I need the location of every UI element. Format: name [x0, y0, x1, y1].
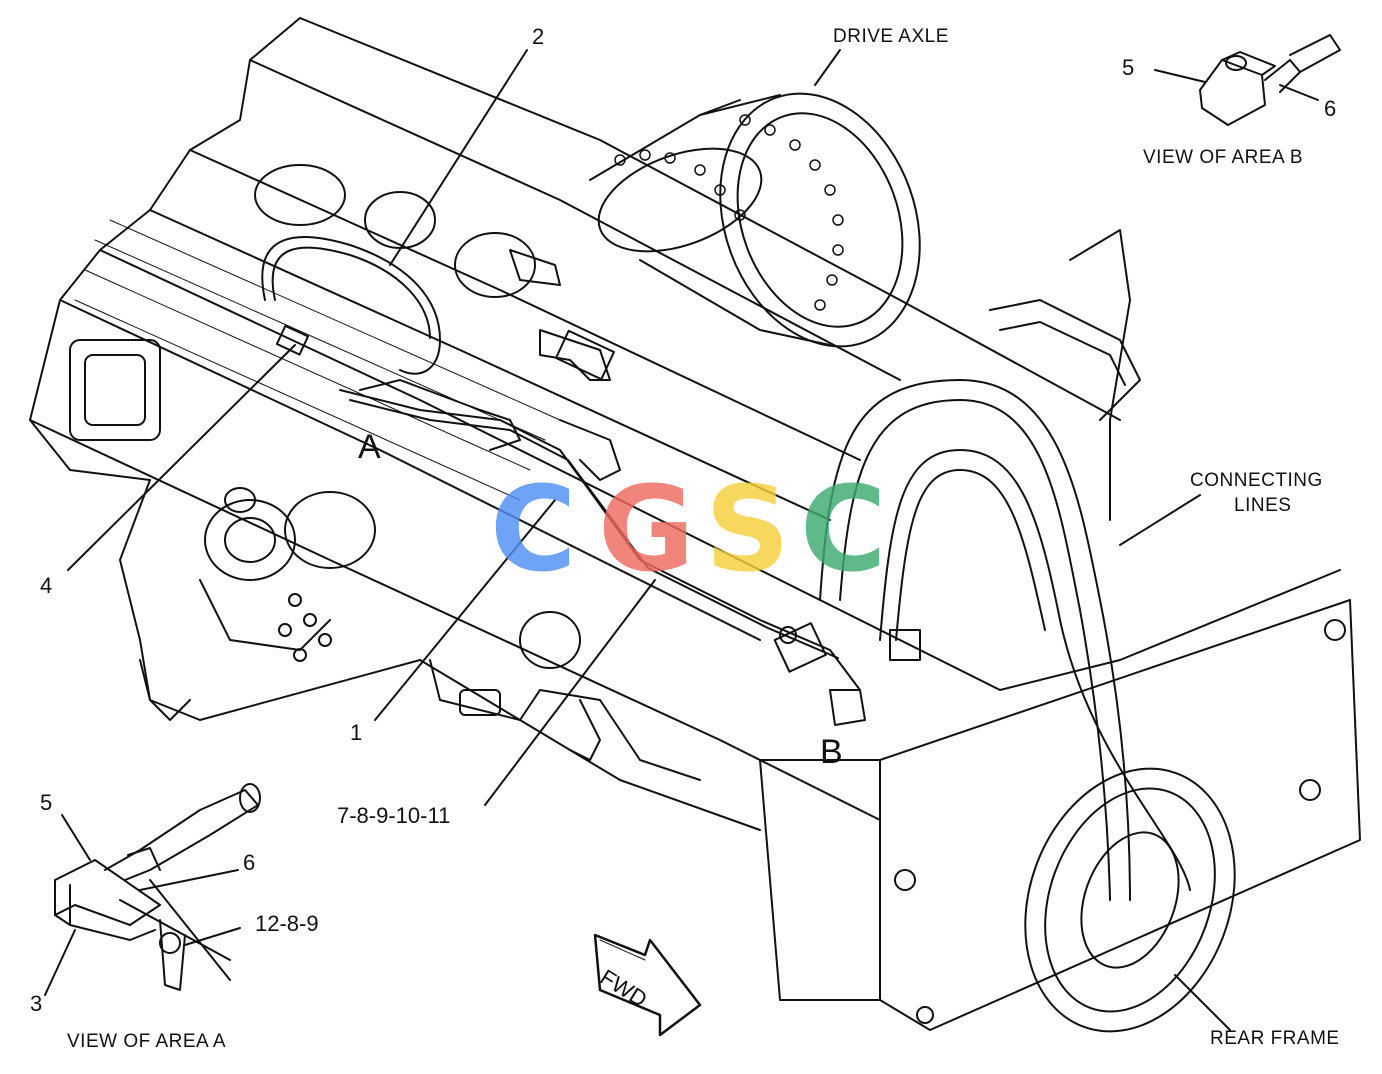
leader-6-b	[1279, 84, 1319, 101]
callout-5-inset-a: 5	[40, 790, 53, 815]
watermark-letter-3: S	[705, 460, 790, 598]
frame-body	[29, 17, 1121, 831]
callout-5-inset-b: 5	[1122, 55, 1135, 80]
callout-4: 4	[40, 573, 53, 598]
leader-5-b	[1154, 69, 1206, 83]
view-area-b-caption: VIEW OF AREA B	[1143, 147, 1304, 168]
watermark-letter-2: G	[598, 460, 695, 598]
leader-lines	[67, 49, 1231, 1031]
leader-1	[374, 499, 556, 721]
leader-6-a	[139, 869, 239, 891]
leader-7-11	[484, 579, 656, 806]
connecting-lines-hoses	[819, 229, 1191, 901]
leader-drive-axle	[814, 49, 841, 86]
leader-connecting-lines	[1119, 494, 1201, 546]
leader-rear-frame	[1174, 974, 1231, 1031]
fwd-arrow	[593, 933, 702, 1037]
area-b-hardware	[773, 622, 921, 726]
connecting-tube-a	[261, 236, 861, 691]
drive-axle-label: DRIVE AXLE	[833, 26, 949, 47]
callout-3: 3	[30, 991, 43, 1016]
rear-frame	[759, 569, 1361, 1033]
inset-area-a	[44, 783, 261, 996]
view-area-a-caption: VIEW OF AREA A	[67, 1031, 227, 1052]
leader-3	[44, 929, 76, 996]
callout-2: 2	[532, 24, 545, 49]
watermark-letter-1: C	[490, 460, 577, 598]
rear-frame-label: REAR FRAME	[1210, 1028, 1340, 1049]
callout-1: 1	[350, 720, 363, 745]
watermark-letter-4: C	[800, 460, 887, 598]
leader-5-a	[61, 814, 91, 861]
leader-2	[389, 49, 528, 266]
leader-4	[67, 344, 296, 571]
callout-7-8-9-10-11: 7-8-9-10-11	[337, 803, 451, 828]
leader-12-8-9	[184, 927, 241, 946]
connecting-lines-label-line2: LINES	[1234, 495, 1292, 516]
area-b-marker: B	[820, 733, 843, 771]
drive-axle	[589, 92, 921, 348]
callout-12-8-9: 12-8-9	[255, 911, 319, 936]
lower-frame-details	[429, 249, 701, 781]
callout-6-inset-a: 6	[243, 850, 256, 875]
callout-6-inset-b: 6	[1324, 96, 1337, 121]
area-a-marker: A	[358, 428, 381, 466]
left-mechanism	[69, 339, 332, 721]
inset-area-b	[1154, 34, 1341, 126]
connecting-lines-label-line1: CONNECTING	[1190, 470, 1323, 491]
